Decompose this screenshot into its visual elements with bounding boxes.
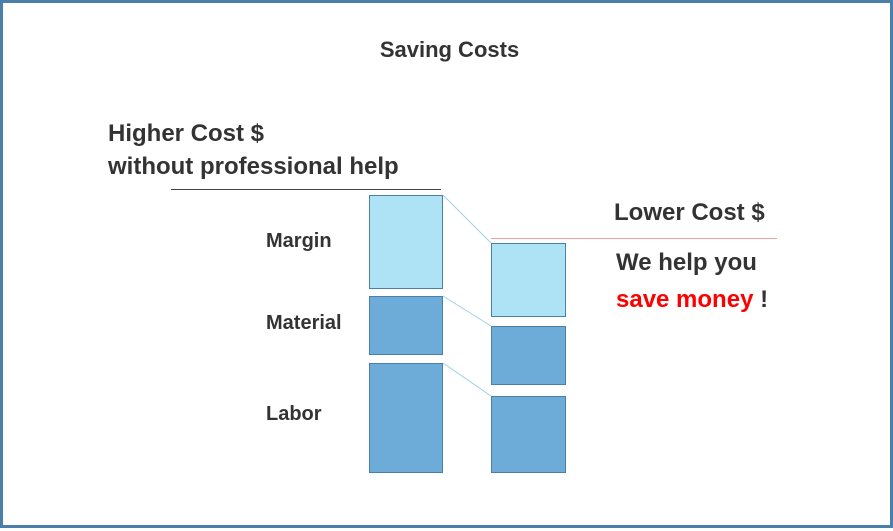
connector-margin (442, 194, 492, 244)
label-material: Material (266, 312, 342, 334)
higher-cost-heading: Higher Cost $ (108, 120, 265, 147)
higher-cost-subheading: without professional help (108, 153, 399, 180)
connector-lines (442, 194, 492, 397)
higher-cost-underline (171, 189, 441, 190)
help-text-line1: We help you (616, 249, 757, 276)
lower-margin-block (491, 243, 566, 317)
higher-material-block (369, 296, 443, 355)
higher-labor-block (369, 363, 443, 473)
save-money-emphasis: save money (616, 286, 754, 313)
connector-labor (442, 362, 492, 397)
lower-cost-line (491, 238, 777, 239)
connector-material (442, 295, 492, 327)
lower-cost-heading: Lower Cost $ (614, 199, 765, 226)
label-labor: Labor (266, 403, 322, 425)
lower-material-block (491, 326, 566, 385)
exclamation: ! (753, 286, 769, 313)
diagram-title: Saving Costs (379, 37, 520, 62)
help-text-line2: save money ! (616, 286, 768, 314)
lower-labor-block (491, 396, 566, 473)
label-margin: Margin (266, 230, 332, 252)
higher-margin-block (369, 195, 443, 289)
